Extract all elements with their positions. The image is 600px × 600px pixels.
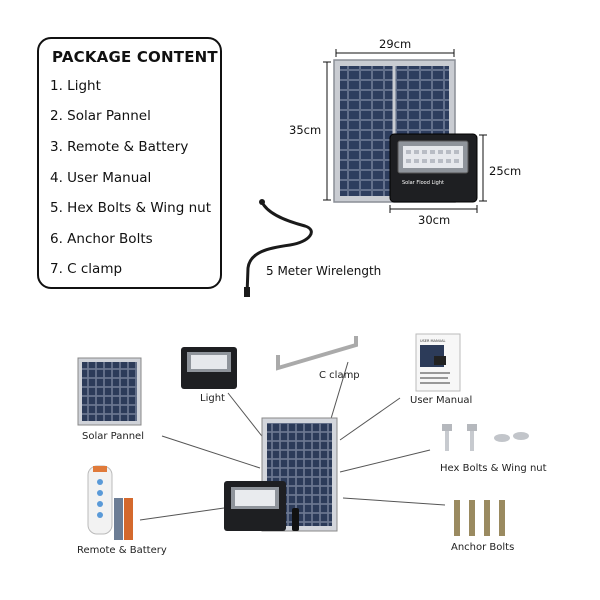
label-c-clamp: C clamp bbox=[319, 370, 360, 381]
flood-light-text: Solar Flood Light bbox=[402, 180, 444, 186]
c-clamp-image bbox=[276, 336, 358, 371]
anchor-bolts-image bbox=[454, 500, 505, 536]
package-item-hex-bolts: 5. Hex Bolts & Wing nut bbox=[50, 200, 212, 216]
package-item-light: 1. Light bbox=[50, 78, 101, 94]
user-manual-text: USER MANUAL bbox=[420, 339, 446, 343]
light-width-label: 30cm bbox=[418, 213, 451, 227]
package-item-remote-battery: 3. Remote & Battery bbox=[50, 139, 189, 155]
package-item-user-manual: 4. User Manual bbox=[50, 170, 152, 186]
light-height-label: 25cm bbox=[489, 164, 522, 178]
hex-bolts-image bbox=[442, 424, 529, 451]
package-item-anchor-bolts: 6. Anchor Bolts bbox=[50, 231, 153, 247]
central-remote bbox=[292, 508, 299, 531]
connector-lines bbox=[139, 361, 446, 521]
package-item-solar-pannel: 2. Solar Pannel bbox=[50, 108, 151, 124]
wire-cable bbox=[245, 201, 313, 296]
package-content-title: PACKAGE CONTENT bbox=[52, 48, 218, 66]
wire-length-label: 5 Meter Wirelength bbox=[266, 264, 382, 278]
label-hex-bolts: Hex Bolts & Wing nut bbox=[440, 463, 547, 474]
label-anchor-bolts: Anchor Bolts bbox=[451, 542, 515, 553]
panel-width-label: 29cm bbox=[379, 37, 412, 51]
label-user-manual: User Manual bbox=[410, 395, 473, 406]
remote-battery-image bbox=[87, 465, 133, 540]
package-item-c-clamp: 7. C clamp bbox=[50, 261, 123, 277]
label-light: Light bbox=[200, 393, 225, 404]
label-solar-pannel: Solar Pannel bbox=[82, 431, 144, 442]
package-content-box bbox=[37, 37, 222, 289]
dimension-panel-group: Solar Flood Light bbox=[323, 49, 487, 213]
label-remote-battery: Remote & Battery bbox=[77, 545, 167, 556]
panel-height-label: 35cm bbox=[289, 123, 322, 137]
